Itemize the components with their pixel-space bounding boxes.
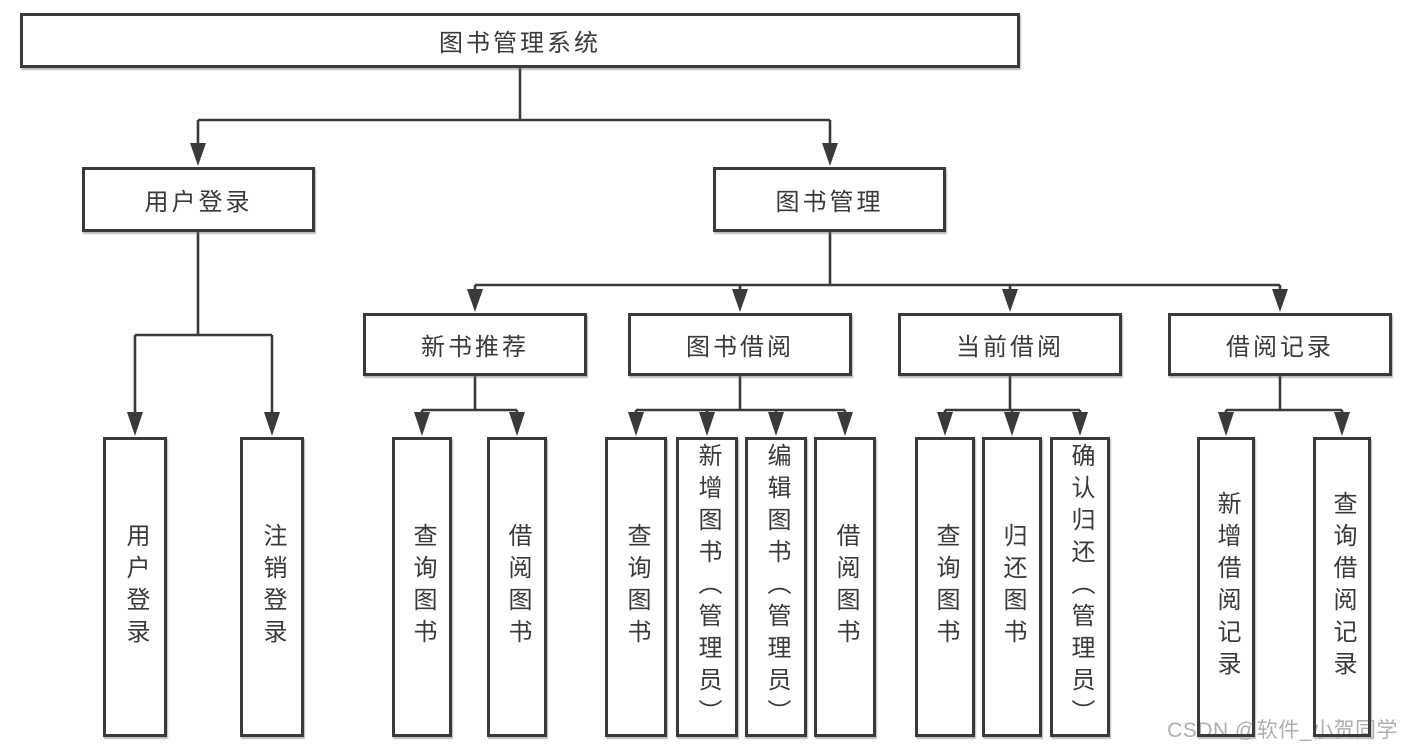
node-user-login-branch: 用户登录	[82, 167, 315, 232]
node-book-borrowing: 图书借阅	[628, 313, 852, 376]
leaf-label: 查询图书	[623, 523, 650, 651]
leaf-borrow-books-recommend: 借阅图书	[487, 437, 547, 737]
leaf-label: 编辑图书（管理员）	[763, 443, 790, 731]
leaf-label: 新增借阅记录	[1213, 491, 1240, 683]
leaf-label: 注销登录	[259, 523, 286, 651]
node-label: 借阅记录	[1226, 334, 1334, 361]
leaf-label: 确认归还（管理员）	[1067, 443, 1094, 731]
leaf-edit-books-admin: 编辑图书（管理员）	[745, 437, 807, 737]
leaf-label: 新增图书（管理员）	[694, 443, 721, 731]
leaf-confirm-return-admin: 确认归还（管理员）	[1050, 437, 1110, 737]
node-new-book-recommendation: 新书推荐	[363, 313, 587, 376]
csdn-watermark: CSDN @软件_小贺同学	[1167, 719, 1398, 742]
leaf-label: 查询图书	[932, 523, 959, 651]
node-current-borrowing: 当前借阅	[898, 313, 1122, 376]
leaf-add-borrow-record: 新增借阅记录	[1197, 437, 1255, 737]
leaf-logout: 注销登录	[240, 437, 304, 737]
node-label: 当前借阅	[956, 334, 1064, 361]
leaf-label: 查询图书	[409, 523, 436, 651]
leaf-borrow-books-borrowing: 借阅图书	[814, 437, 876, 737]
node-label: 新书推荐	[421, 334, 529, 361]
leaf-query-borrow-record: 查询借阅记录	[1313, 437, 1371, 737]
leaf-label: 归还图书	[999, 523, 1026, 651]
node-label: 图书借阅	[686, 334, 794, 361]
leaf-return-books: 归还图书	[982, 437, 1042, 737]
leaf-query-books-borrowing: 查询图书	[605, 437, 667, 737]
leaf-label: 用户登录	[122, 523, 149, 651]
leaf-query-books-current: 查询图书	[915, 437, 975, 737]
leaf-label: 借阅图书	[832, 523, 859, 651]
leaf-query-books-recommend: 查询图书	[392, 437, 452, 737]
node-library-management-system: 图书管理系统	[20, 13, 1020, 68]
node-label: 图书管理系统	[439, 30, 601, 57]
node-book-management-branch: 图书管理	[713, 167, 946, 232]
leaf-label: 借阅图书	[504, 523, 531, 651]
node-label: 用户登录	[144, 189, 253, 216]
node-borrowing-records: 借阅记录	[1168, 313, 1392, 376]
leaf-user-login: 用户登录	[103, 437, 167, 737]
leaf-add-books-admin: 新增图书（管理员）	[676, 437, 738, 737]
node-label: 图书管理	[775, 189, 884, 216]
arrow-heads	[127, 143, 1350, 436]
leaf-label: 查询借阅记录	[1329, 491, 1356, 683]
